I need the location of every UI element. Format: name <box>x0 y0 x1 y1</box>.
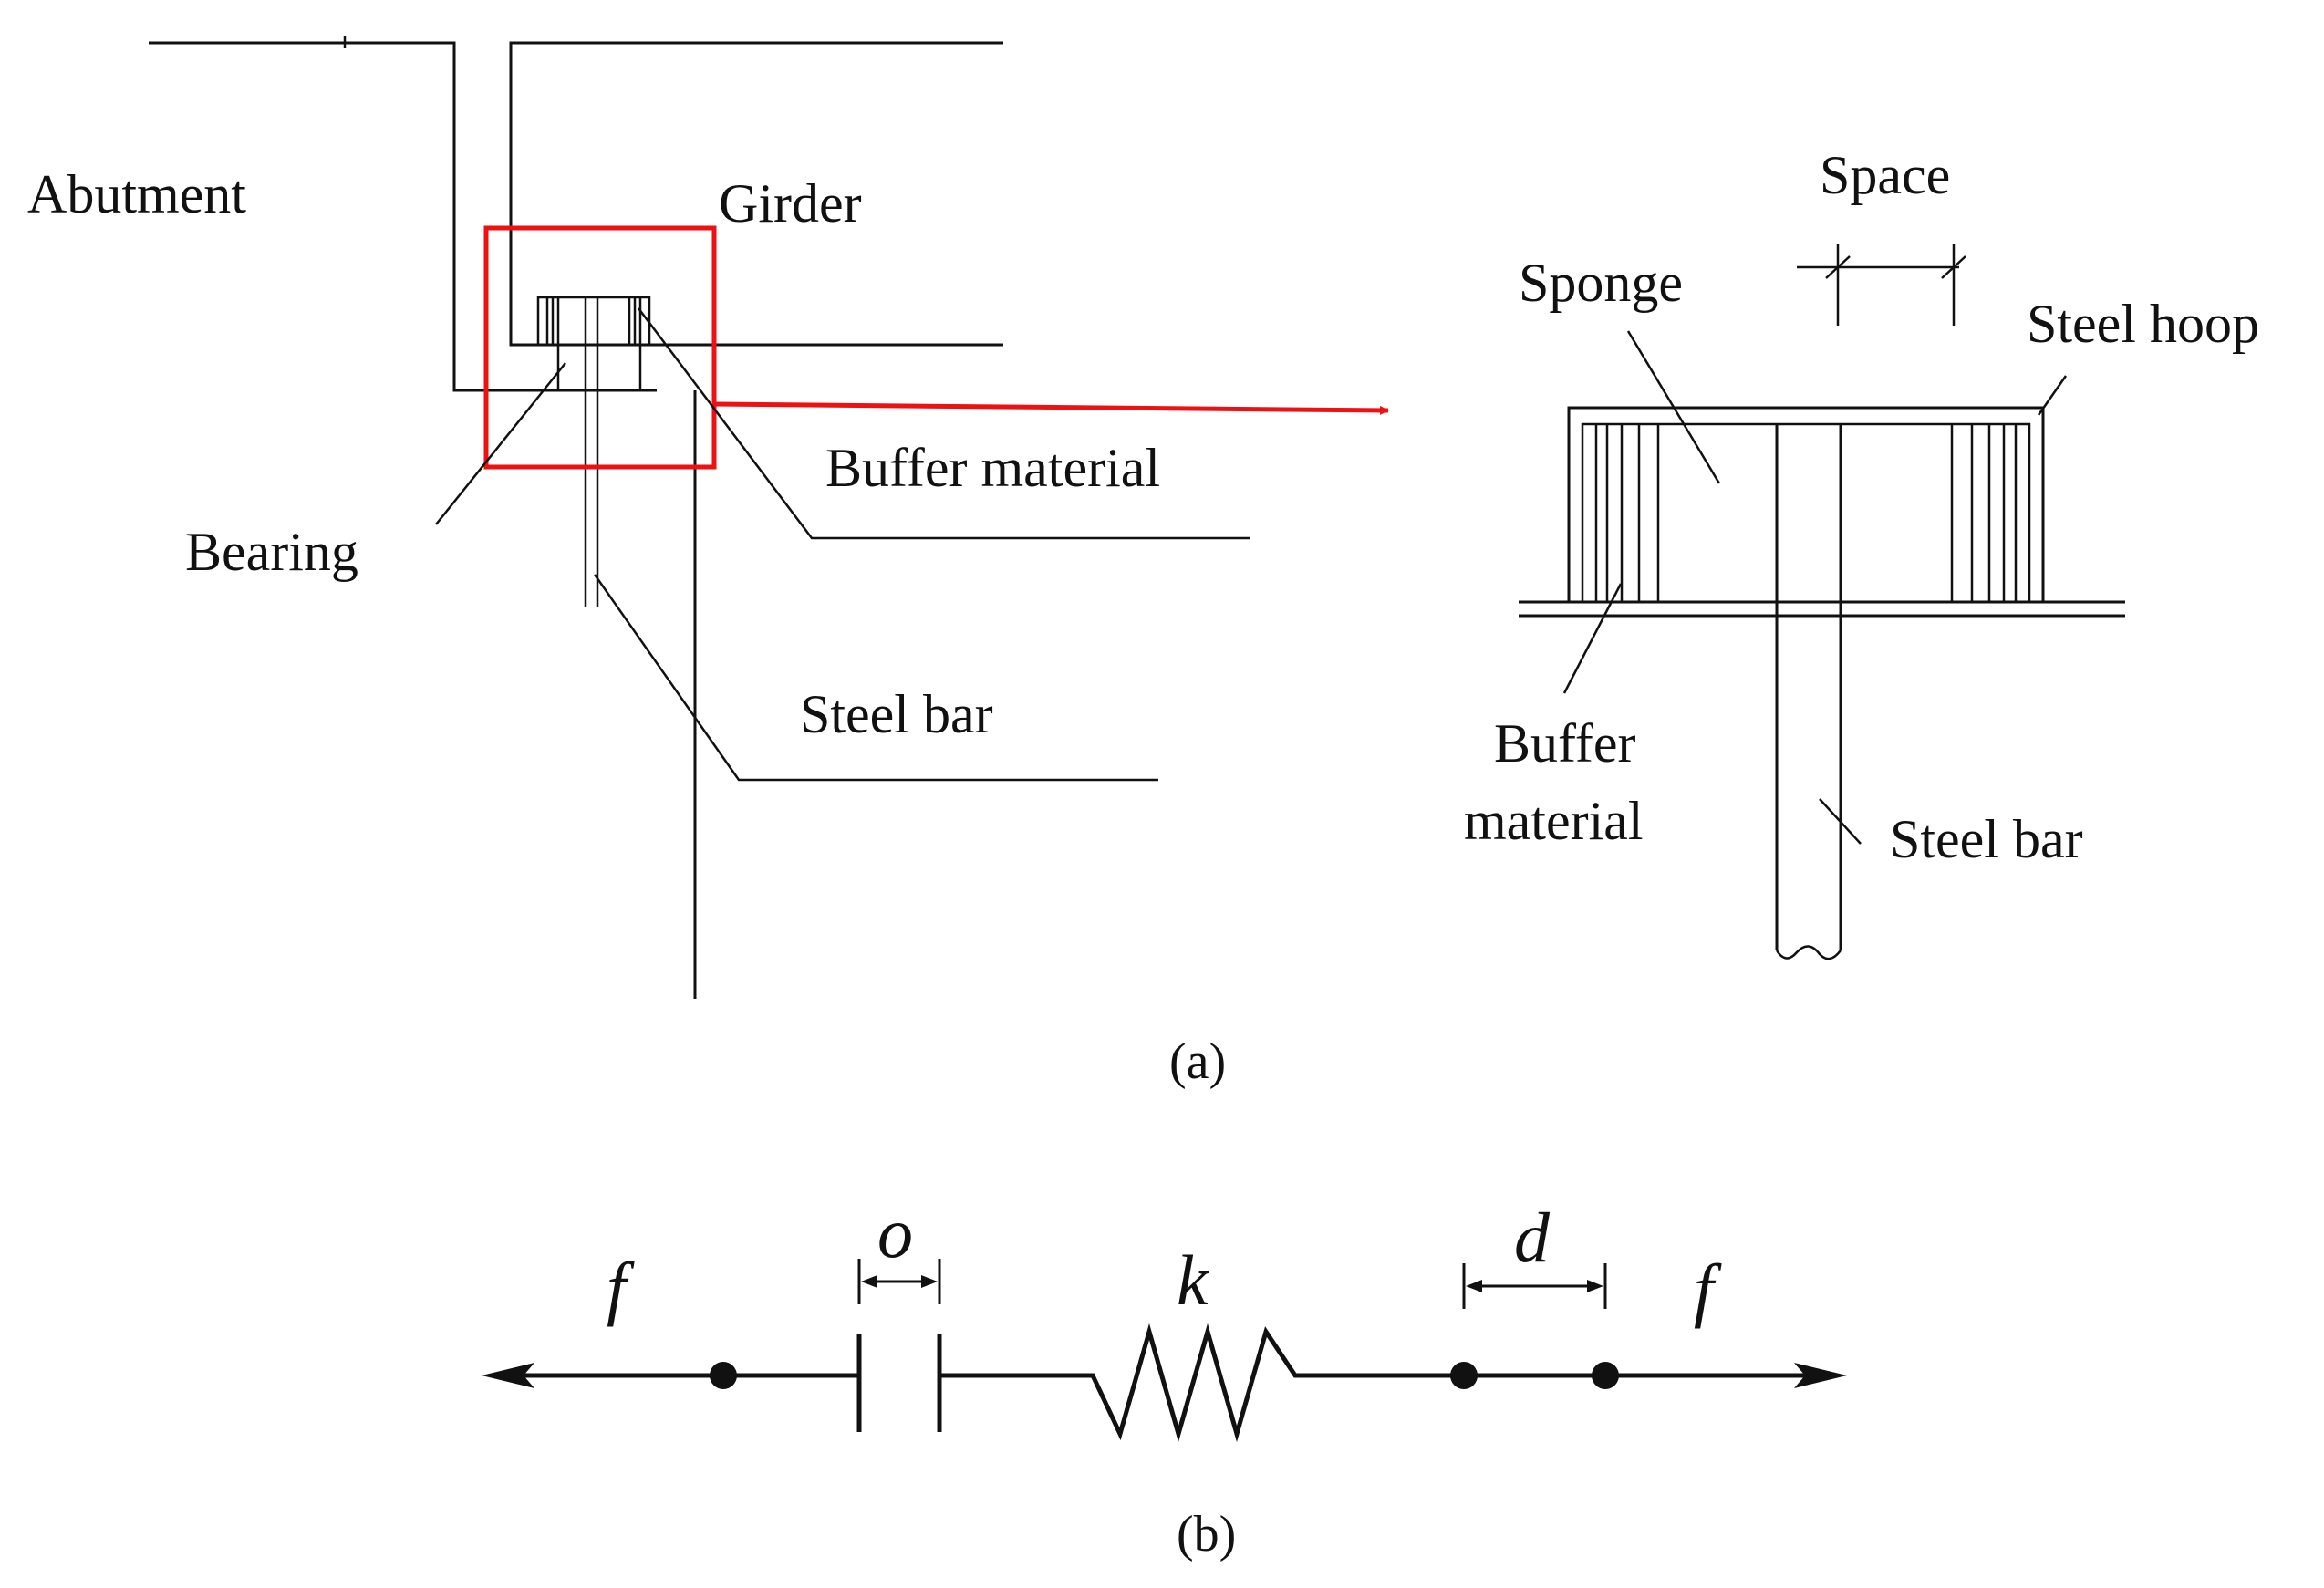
panel-a-left-labels: Abutment Girder Bearing Buffer material … <box>27 164 1160 744</box>
d-dimension <box>1462 1263 1607 1309</box>
sponge-leader <box>1626 330 1721 484</box>
base-plate <box>1519 600 2125 618</box>
caption-a: (a) <box>1169 1033 1226 1090</box>
highlight-box <box>483 225 717 470</box>
buffer-material-leader <box>638 307 1250 540</box>
buffer-detail-label-2: material <box>1464 791 1644 851</box>
girder-label: Girder <box>719 173 862 234</box>
spring-label-k: k <box>1177 1240 1209 1320</box>
force-label-left: f <box>607 1248 635 1327</box>
space-label: Space <box>1820 145 1950 205</box>
girder-outline <box>509 41 1003 347</box>
steel-hoop-leader <box>2037 375 2068 416</box>
steel-bar-label: Steel bar <box>800 684 993 744</box>
steel-hoop-label: Steel hoop <box>2027 294 2259 354</box>
abutment-outline <box>149 41 657 392</box>
steel-hoop-inner <box>1581 422 2031 602</box>
gap-element <box>856 1334 942 1432</box>
o-dimension <box>857 1259 941 1304</box>
panel-a-detail <box>1519 244 2125 960</box>
abutment-label: Abutment <box>27 164 246 224</box>
bearing-block <box>536 296 651 390</box>
slack-label-d: d <box>1514 1198 1551 1277</box>
panel-a-structure <box>149 36 1389 999</box>
steel-bar-leader <box>593 574 1158 782</box>
arrowhead-left <box>482 1363 534 1388</box>
panel-b-model <box>482 1259 1847 1443</box>
steel-bar-left <box>584 297 599 607</box>
bearing-leader <box>435 362 566 525</box>
buffer-right <box>1950 424 2018 602</box>
gap-label-o: o <box>877 1193 913 1272</box>
panel-a-detail-labels: Space Sponge Steel hoop Buffer material … <box>1464 145 2259 869</box>
steel-bar-detail-label: Steel bar <box>1890 809 2083 869</box>
caption-b: (b) <box>1177 1506 1236 1562</box>
steel-bar-detail-leader <box>1819 798 1862 845</box>
space-dimension <box>1797 244 1966 326</box>
sponge-label: Sponge <box>1519 253 1683 313</box>
zoom-arrow <box>713 401 1389 415</box>
force-label-right: f <box>1694 1250 1722 1329</box>
buffer-material-label: Buffer material <box>825 438 1160 498</box>
panel-b-labels: f o k d f <box>607 1193 1722 1329</box>
steel-hoop <box>1567 406 2045 602</box>
buffer-detail-label-1: Buffer <box>1494 713 1636 773</box>
steel-bar-detail <box>1775 424 1842 960</box>
buffer-left <box>1594 424 1660 602</box>
arrowhead-right <box>1794 1363 1847 1388</box>
buffer-detail-leader <box>1562 583 1623 694</box>
bearing-label: Bearing <box>185 522 358 582</box>
spring-element <box>939 1323 1464 1443</box>
